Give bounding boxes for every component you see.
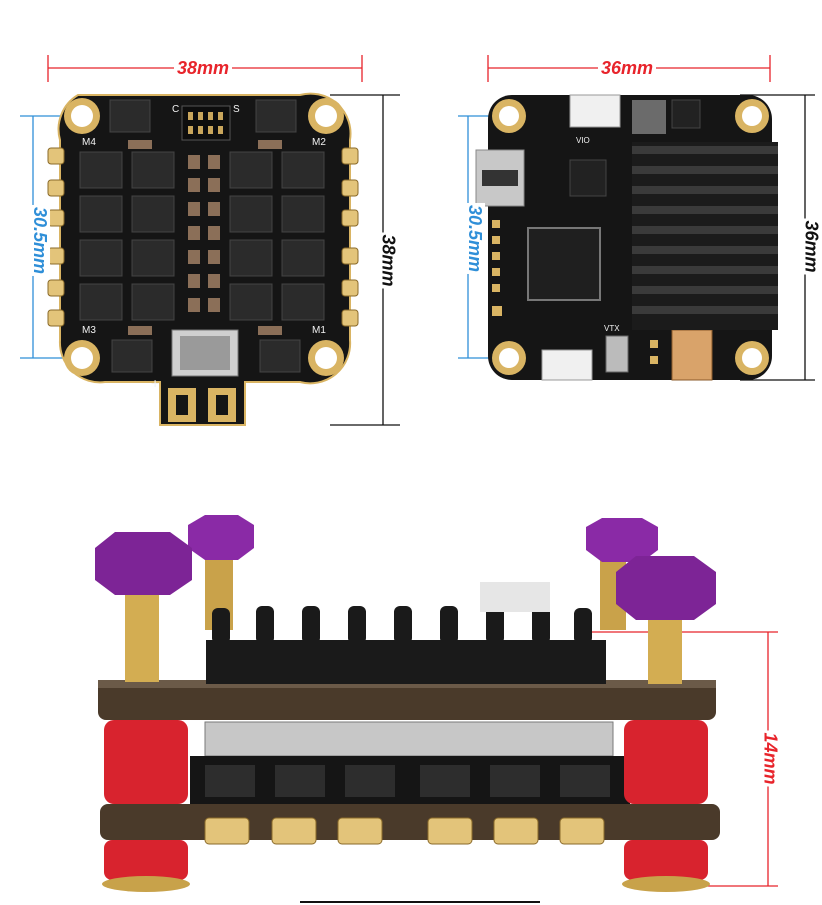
silk-c: C — [172, 104, 180, 115]
silk-m3: M3 — [82, 325, 96, 336]
fc-width-label: 36mm — [598, 58, 657, 79]
silk-m2: M2 — [312, 137, 326, 148]
silk-vio: VIO — [576, 136, 590, 145]
silk-vtx: VTX — [604, 324, 620, 333]
silk-m1: M1 — [312, 325, 326, 336]
silk-s: S — [233, 104, 240, 115]
silk-m4: M4 — [82, 137, 96, 148]
silk-plus: + — [151, 375, 160, 391]
stack-height-label: 14mm — [759, 730, 781, 787]
esc-width-label: 38mm — [174, 58, 233, 79]
